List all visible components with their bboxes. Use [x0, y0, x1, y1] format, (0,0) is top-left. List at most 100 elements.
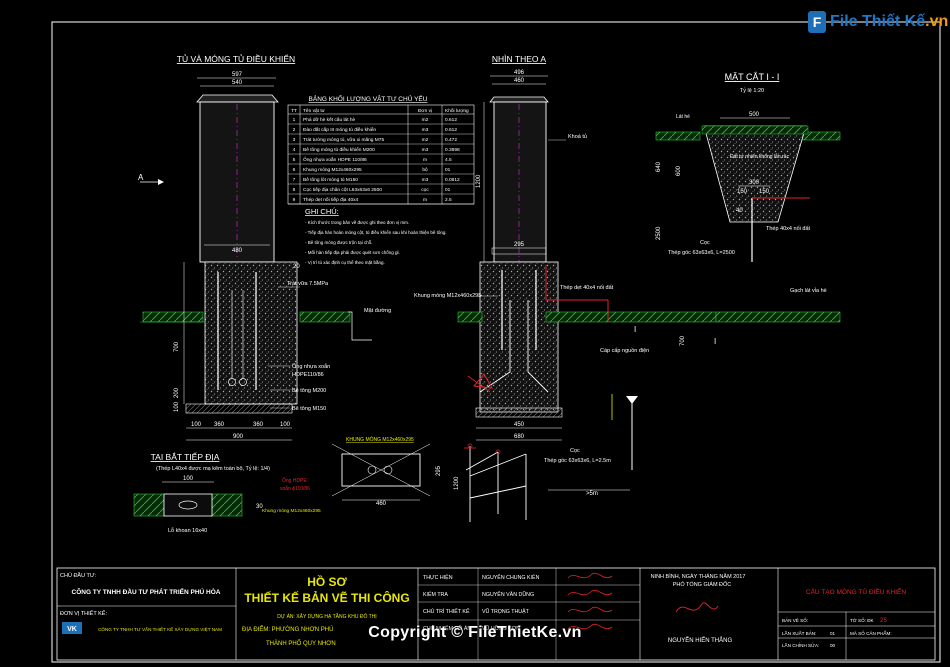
quantity-table-header: Khối lượng: [445, 108, 469, 114]
dim-496: 496: [514, 70, 525, 76]
quantity-table-cell: Cọc tiếp địa chân cột L63x63x6 2500: [303, 187, 382, 193]
quantity-table-cell: 8: [293, 187, 296, 193]
quantity-table-cell: 1: [293, 117, 296, 123]
dim-f460: 460: [376, 501, 387, 507]
quantity-table-cell: 4.5: [445, 157, 452, 163]
callout-paver: Gạch lát vỉa hè: [790, 287, 827, 294]
callout-sec-stake: Cọc: [700, 240, 710, 246]
callout-lock: Khoá tủ: [568, 133, 587, 140]
cabinet-front-view: TỦ VÀ MÓNG TỦ ĐIỀU KHIỂN 597 540 480 A: [138, 53, 391, 441]
role-label: CHỦ NHIỆM ĐỒ ÁN: [423, 624, 471, 632]
approver-role: PHÓ TỔNG GIÁM ĐỐC: [673, 581, 732, 588]
quantity-table-cell: 2: [293, 127, 296, 133]
section-scale: Tỷ lệ 1:20: [740, 87, 764, 94]
quantity-table-header: Tên vật tư: [303, 108, 326, 114]
title-section: MẶT CẮT I - I: [725, 72, 780, 82]
dim-100-a: 100: [174, 401, 180, 412]
quantity-table-header: Đơn vị: [418, 108, 432, 114]
project-line: DỰ ÁN: XÂY DỰNG HẠ TẦNG KHU ĐÔ THỊ: [277, 613, 376, 620]
dim-bot-100: 100: [191, 422, 202, 428]
callout-drill: Lỗ khoan 16x40: [168, 527, 207, 534]
investor-name: CÔNG TY TNHH ĐẦU TƯ PHÁT TRIỂN PHÚ HÒA: [72, 586, 221, 596]
dim-5m: >5m: [586, 491, 598, 497]
callout-pavement: Mặt đường: [364, 308, 391, 314]
brand-suffix: .vn: [925, 13, 949, 30]
quantity-table-cell: m: [423, 198, 427, 203]
callout-stake: Cọc: [570, 448, 580, 454]
brand-name: File Thiết Kế: [830, 13, 926, 30]
dim-1200: 1200: [476, 174, 482, 188]
rev1-val: 01: [830, 631, 836, 636]
designer-name: CÔNG TY TNHH TƯ VẤN THIẾT KẾ XÂY DỰNG VI…: [98, 625, 222, 632]
quantity-table-cell: m3: [422, 177, 429, 183]
signature: [567, 606, 613, 613]
designer-logo-text: VK: [67, 626, 77, 633]
quantity-table-cell: 0.612: [445, 117, 457, 123]
brand-logo[interactable]: F File Thiết Kế.vn: [808, 8, 948, 36]
role-name: NGUYỄN VĂN DŨNG: [482, 591, 534, 598]
quantity-table-cell: 01: [445, 167, 451, 173]
dim-150b: 150: [759, 189, 770, 195]
quantity-table-cell: 0.472: [445, 137, 457, 143]
approver-signature: [675, 602, 719, 613]
dim-40: 40: [736, 208, 743, 214]
quantity-table-cell: 0.0812: [445, 177, 460, 183]
quantity-table-cell: m3: [422, 127, 429, 133]
notes-block: GHI CHÚ: - Kích thước trong bản vẽ được …: [305, 207, 447, 265]
section-mark-right: I: [714, 337, 716, 346]
callout-m200: Bê tông M200: [292, 388, 326, 394]
quantity-table-cell: Phá dỡ hè kết cấu lát hè: [303, 117, 356, 123]
note-line: - Kích thước trong bản vẽ được ghi theo …: [305, 220, 409, 225]
signature: [567, 589, 613, 596]
quantity-table-cell: 0.3898: [445, 147, 460, 153]
quantity-table-cell: Thép dẹt nối tiếp địa 40x4: [303, 197, 359, 203]
quantity-table-cell: Bê tông móng tủ điều khiển M200: [303, 146, 375, 153]
section-mark-left: I: [634, 325, 636, 334]
code-label: MÃ SỐ CÂN PHẨM:: [850, 630, 892, 636]
drawing-title: CẤU TẠO MÓNG TỦ ĐIỀU KHIỂN: [806, 586, 906, 596]
quantity-table-cell: 9: [293, 197, 296, 203]
quantity-table-cell: 7: [293, 177, 296, 183]
quantity-table-cell: 6: [293, 167, 296, 173]
designer-label: ĐƠN VỊ THIẾT KẾ:: [60, 610, 107, 617]
rev1-label: LẦN XUẤT BẢN:: [782, 630, 816, 636]
dim-680: 680: [514, 434, 525, 440]
callout-pipe: Ống nhựa xoắn: [292, 363, 330, 370]
callout-flat-steel: Thép dẹt 40x4 nối đất: [560, 285, 614, 291]
dim-200: 200: [174, 387, 180, 398]
sheet-border: [51, 21, 941, 663]
ground-clamp-detail: TAI BẮT TIẾP ĐỊA (Thép L40x4 được mạ kẽm…: [133, 452, 270, 534]
signature: [567, 623, 613, 630]
dim-bot-360a: 360: [214, 422, 225, 428]
sheet-label: BẢN VẼ SỐ:: [782, 617, 808, 623]
quantity-table-title: BẢNG KHỐI LƯỢNG VẬT TƯ CHỦ YẾU: [309, 93, 428, 103]
clamp-plate: [163, 493, 213, 517]
dim-900: 900: [233, 434, 244, 440]
quantity-table: BẢNG KHỐI LƯỢNG VẬT TƯ CHỦ YẾU TT Tên vật…: [287, 93, 475, 205]
note-line: - Bê tông móng được trộn tại chỗ.: [305, 239, 373, 245]
quantity-table-cell: cọc: [421, 188, 429, 193]
title-block: CHỦ ĐẦU TƯ: CÔNG TY TNHH ĐẦU TƯ PHÁT TRI…: [56, 567, 936, 661]
quantity-table-cell: 0.612: [445, 127, 457, 133]
role-name: VŨ HỒNG SƠN: [482, 625, 520, 632]
quantity-table-header: TT: [291, 108, 297, 114]
dim-2500: 2500: [656, 226, 662, 240]
dim-bot-360b: 360: [253, 422, 264, 428]
dim-bot-100b: 100: [280, 422, 291, 428]
ground-clamp-note: (Thép L40x4 được mạ kẽm toàn bộ, Tỷ lệ: …: [156, 465, 270, 472]
dim-640: 640: [656, 161, 662, 172]
quantity-table-cell: 01: [445, 187, 451, 193]
frame-footnote: Khung móng M12x460x295: [262, 508, 321, 514]
dim-150a: 150: [737, 189, 748, 195]
title-view-a: NHÌN THEO A: [492, 54, 546, 64]
sheet-no: 25: [880, 618, 887, 624]
callout-frame: Khung móng M12x460x295: [414, 293, 481, 299]
frame-rect: [341, 453, 421, 487]
rev2-val: 00: [830, 643, 836, 648]
dim-540: 540: [232, 80, 243, 86]
title-cabinet: TỦ VÀ MÓNG TỦ ĐIỀU KHIỂN: [177, 53, 295, 64]
callout-stake-spec: Thép góc 63x63x6, L=2.5m: [544, 458, 611, 464]
sheet-label-2: TỜ SỐ: ĐK: [850, 617, 875, 623]
callout-paver-label: Lát hè: [676, 114, 690, 120]
quantity-table-cell: m3: [422, 147, 429, 153]
